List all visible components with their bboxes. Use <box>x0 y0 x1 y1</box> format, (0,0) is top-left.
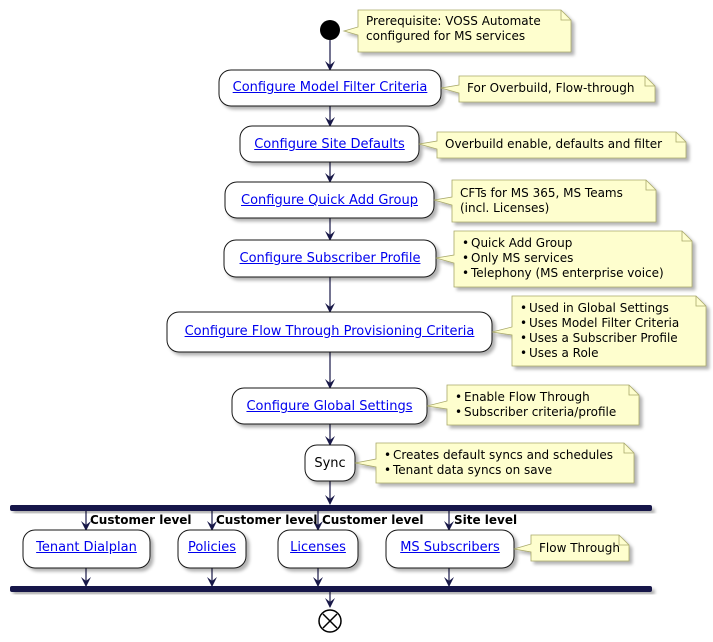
note-fold-site-defaults <box>675 132 686 143</box>
note-ms-subscribers: Flow Through <box>539 541 620 555</box>
activity-box-policies <box>177 529 247 569</box>
activity-licenses[interactable]: Licenses <box>290 540 346 555</box>
activity-global-settings[interactable]: Configure Global Settings <box>246 399 413 414</box>
activity-tenant-dialplan[interactable]: Tenant Dialplan <box>36 540 137 555</box>
activity-site-defaults[interactable]: Configure Site Defaults <box>254 137 405 152</box>
note-fold-global-settings <box>628 385 639 396</box>
activity-box-subscriber-profile <box>223 239 437 278</box>
note-shape-ms-subscribers <box>513 534 630 562</box>
note-sync: Creates default syncs and schedules Tena… <box>384 448 613 478</box>
note-fold-ms-subscribers <box>618 535 629 546</box>
note-shape-prerequisite <box>342 9 572 53</box>
note-flow-through: Used in Global Settings Uses Model Filte… <box>520 301 679 361</box>
activity-box-tenant-dialplan <box>22 529 151 569</box>
branch-label-policies: Customer level <box>216 513 318 527</box>
activity-ms-subscribers[interactable]: MS Subscribers <box>400 540 500 555</box>
start-node <box>320 20 340 40</box>
fork-bar <box>10 505 652 511</box>
note-quick-add-group: CFTs for MS 365, MS Teams(incl. Licenses… <box>460 186 623 215</box>
note-global-settings: Enable Flow Through Subscriber criteria/… <box>455 390 616 420</box>
branch-label-licenses: Customer level <box>322 513 424 527</box>
branch-label-tenant-dialplan: Customer level <box>90 513 192 527</box>
branch-label-ms-subscribers: Site level <box>454 513 518 527</box>
note-subscriber-profile: Quick Add Group Only MS services Telepho… <box>462 236 664 281</box>
activity-policies[interactable]: Policies <box>187 540 237 555</box>
activity-box-licenses <box>277 529 359 569</box>
activity-quick-add-group[interactable]: Configure Quick Add Group <box>241 193 418 208</box>
note-shape-quick-add-group <box>433 179 657 223</box>
note-fold-quick-add-group <box>645 180 656 191</box>
activity-sync: Sync <box>314 456 346 471</box>
note-shape-model-filter <box>440 75 656 103</box>
end-node-cross-b <box>322 613 338 629</box>
note-model-filter: For Overbuild, Flow-through <box>467 81 635 95</box>
note-fold-model-filter <box>644 76 655 87</box>
activity-model-filter[interactable]: Configure Model Filter Criteria <box>232 80 428 95</box>
note-site-defaults: Overbuild enable, defaults and filter <box>445 137 663 151</box>
note-fold-subscriber-profile <box>681 231 692 242</box>
note-shape-site-defaults <box>418 131 687 159</box>
activity-subscriber-profile[interactable]: Configure Subscriber Profile <box>239 251 421 266</box>
note-fold-prerequisite <box>560 10 571 21</box>
note-fold-sync <box>623 443 634 454</box>
note-fold-flow-through <box>695 296 706 307</box>
join-bar <box>10 586 652 592</box>
activity-flow-through-criteria[interactable]: Configure Flow Through Provisioning Crit… <box>184 324 475 339</box>
